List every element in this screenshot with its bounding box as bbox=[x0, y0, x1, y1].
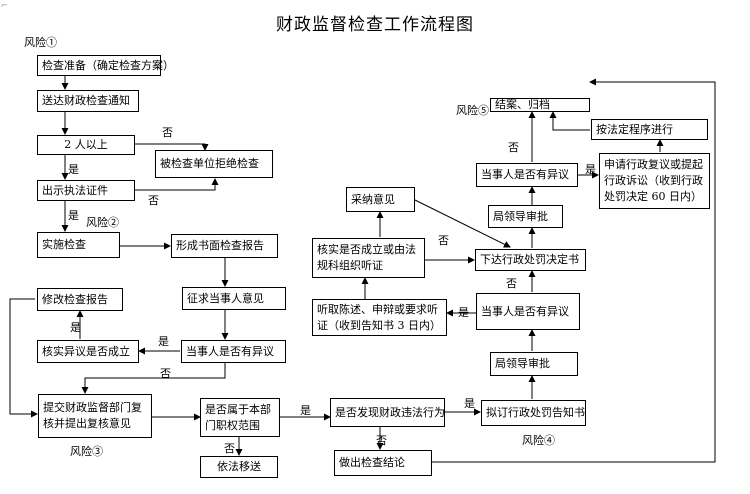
arrow-legal-close bbox=[549, 111, 590, 131]
edge-label-yes: 是 bbox=[464, 397, 475, 410]
arrow-conclusion-close bbox=[432, 78, 716, 463]
edge-label-no: 否 bbox=[224, 442, 235, 455]
node-report: 形成书面检查报告 bbox=[171, 234, 278, 258]
edge-label-no: 否 bbox=[438, 234, 449, 247]
arrow-twopeople-refused bbox=[135, 143, 209, 151]
node-conclusion: 做出检查结论 bbox=[334, 450, 432, 476]
node-notice: 送达财政检查通知 bbox=[37, 90, 139, 112]
node-two-people: 2 人以上 bbox=[37, 135, 135, 155]
edge-label-no: 否 bbox=[148, 194, 159, 207]
edge-label-no: 否 bbox=[162, 126, 173, 139]
arrow-adopt-issue bbox=[414, 199, 511, 248]
risk-label-3: 风险③ bbox=[70, 445, 103, 458]
edge-label-yes: 是 bbox=[158, 335, 169, 348]
node-submit: 提交财政监督部门复核并提出复核意见 bbox=[38, 394, 152, 438]
node-objection-2: 当事人是否有异议 bbox=[476, 293, 580, 330]
edge-label-no: 否 bbox=[160, 367, 171, 380]
node-leader-approve-1: 局领导审批 bbox=[490, 352, 578, 376]
node-solicit: 征求当事人意见 bbox=[182, 287, 286, 310]
node-close: 结案、归档 bbox=[490, 98, 590, 112]
node-legal-proc: 按法定程序进行 bbox=[591, 119, 708, 140]
edge-label-yes: 是 bbox=[300, 404, 311, 417]
edge-label-no: 否 bbox=[508, 141, 519, 154]
node-review-suit: 申请行政复议或提起行政诉讼（收到行政处罚决定 60 日内） bbox=[599, 153, 710, 209]
risk-label-2: 风险② bbox=[86, 216, 119, 229]
node-draft-notice: 拟订行政处罚告知书 bbox=[481, 400, 586, 426]
node-verify-hearing: 核实是否成立或由法规科组织听证 bbox=[312, 238, 425, 278]
edge-label-yes: 是 bbox=[458, 306, 469, 319]
edge-label-yes: 是 bbox=[585, 163, 596, 176]
node-objection-1: 当事人是否有异议 bbox=[181, 340, 286, 363]
node-refused: 被检查单位拒绝检查 bbox=[155, 150, 273, 178]
arrow-showcert-refused bbox=[135, 178, 219, 191]
page-title: 财政监督检查工作流程图 bbox=[276, 15, 474, 35]
arrow-objection1-submit bbox=[81, 363, 226, 394]
node-verify: 核实异议是否成立 bbox=[37, 340, 139, 363]
node-hearing: 听取陈述、申辩或要求听证（收到告知书 3 日内） bbox=[312, 299, 447, 336]
node-show-cert: 出示执法证件 bbox=[37, 180, 135, 201]
node-leader-approve-2: 局领导审批 bbox=[488, 205, 563, 228]
node-objection-3: 当事人是否有异议 bbox=[476, 163, 578, 187]
node-transfer: 依法移送 bbox=[200, 456, 278, 478]
risk-label-1: 风险① bbox=[24, 36, 57, 49]
node-violation: 是否发现财政违法行为 bbox=[330, 398, 445, 427]
arrow-revise-submit bbox=[9, 298, 38, 418]
risk-label-5: 风险⑤ bbox=[456, 104, 489, 117]
edge-label-yes: 是 bbox=[68, 209, 79, 222]
page-corner-mark: ⌐ bbox=[1, 1, 8, 10]
edge-label-yes: 是 bbox=[68, 163, 79, 176]
node-prepare: 检查准备（确定检查方案） bbox=[37, 55, 174, 76]
node-jurisdiction: 是否属于本部门职权范围 bbox=[200, 398, 280, 437]
edge-label-no: 否 bbox=[506, 277, 517, 290]
edge-label-no: 否 bbox=[376, 434, 387, 447]
node-adopt: 采纳意见 bbox=[346, 187, 415, 212]
node-issue-decision: 下达行政处罚决定书 bbox=[475, 249, 586, 271]
node-revise: 修改检查报告 bbox=[37, 288, 123, 311]
node-implement: 实施检查 bbox=[37, 232, 120, 258]
risk-label-4: 风险④ bbox=[522, 434, 555, 447]
edge-label-yes: 是 bbox=[70, 321, 81, 334]
